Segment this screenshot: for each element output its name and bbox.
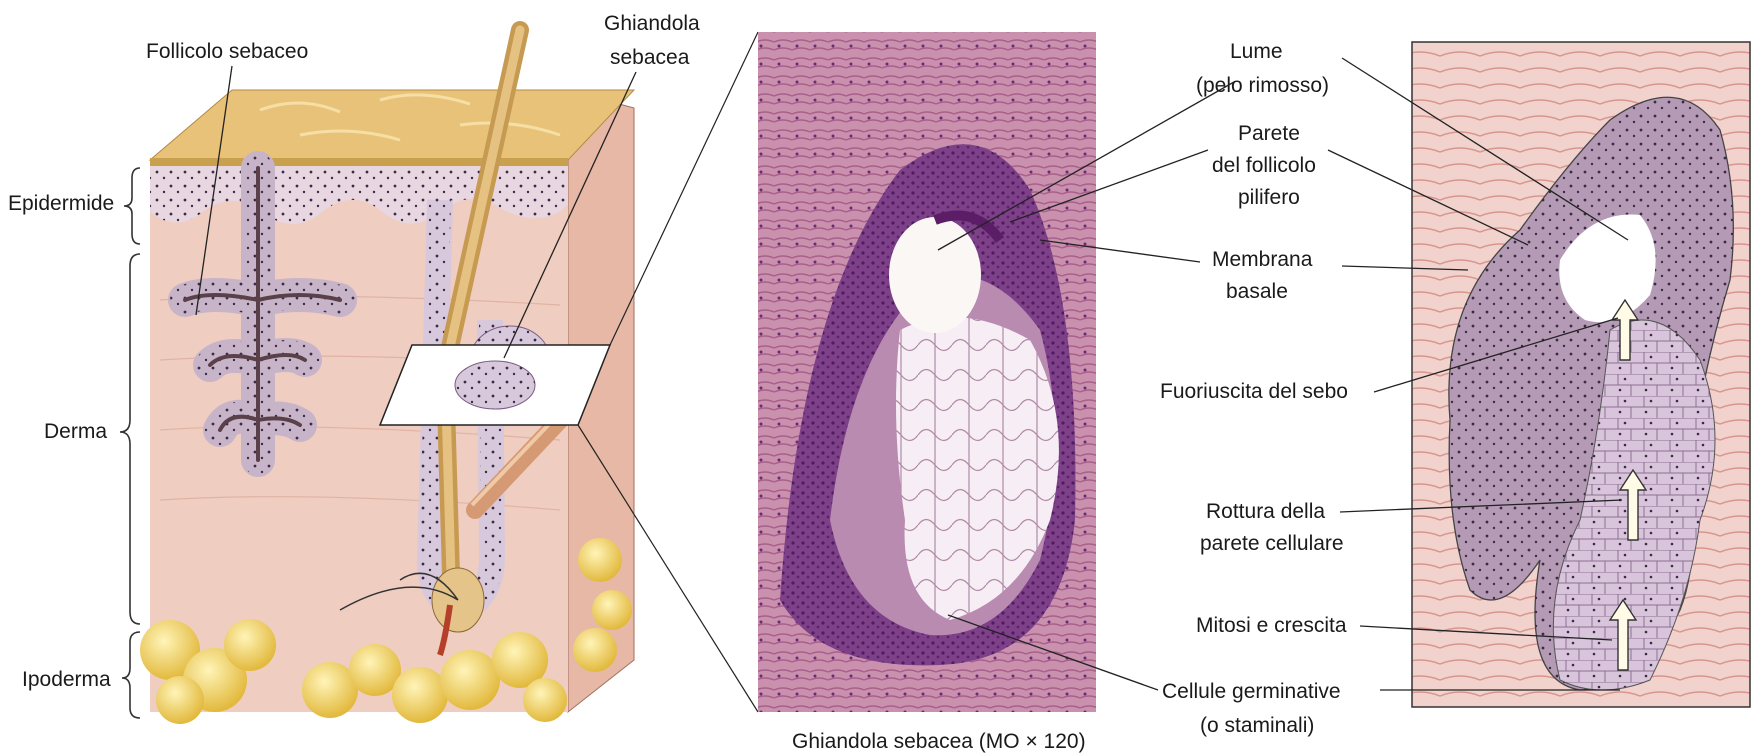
label-dermis: Derma xyxy=(44,420,107,443)
label-wall-line1: Parete xyxy=(1238,122,1300,145)
label-hypodermis: Ipoderma xyxy=(22,668,111,691)
schematic-illustration xyxy=(1412,42,1750,707)
label-sebaceous-gland-line1: Ghiandola xyxy=(604,12,700,35)
label-rupture-line2: parete cellulare xyxy=(1200,532,1344,555)
label-rupture-line1: Rottura della xyxy=(1206,500,1325,523)
label-germinative-line1: Cellule germinative xyxy=(1162,680,1341,703)
label-lumen-line1: Lume xyxy=(1230,40,1283,63)
label-wall-line2: del follicolo xyxy=(1212,154,1316,177)
micrograph-image xyxy=(758,32,1096,712)
label-mitosis: Mitosi e crescita xyxy=(1196,614,1347,637)
label-epidermis: Epidermide xyxy=(8,192,114,215)
micrograph-caption: Ghiandola sebacea (MO × 120) xyxy=(792,730,1086,753)
layer-braces xyxy=(120,168,140,718)
label-sebaceous-gland-line2: sebacea xyxy=(610,46,690,69)
label-membrane-line2: basale xyxy=(1226,280,1288,303)
label-sebaceous-follicle: Follicolo sebaceo xyxy=(146,40,308,63)
label-wall-line3: pilifero xyxy=(1238,186,1300,209)
label-germinative-line2: (o staminali) xyxy=(1200,714,1314,737)
label-membrane-line1: Membrana xyxy=(1212,248,1313,271)
label-lumen-line2: (pelo rimosso) xyxy=(1196,74,1329,97)
skin-block-illustration xyxy=(140,30,758,724)
label-sebum-outflow: Fuoriuscita del sebo xyxy=(1160,380,1348,403)
